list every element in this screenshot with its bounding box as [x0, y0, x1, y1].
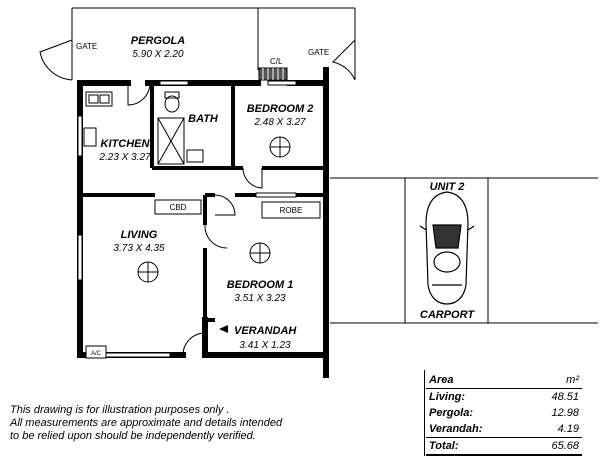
verandah-dims: 3.41 X 1.23	[239, 340, 291, 351]
area-row: Pergola: 12.98	[426, 405, 582, 421]
clothesline-label: C/L	[270, 57, 283, 66]
area-table: Area m² Living: 48.51 Pergola: 12.98 Ver…	[426, 372, 582, 456]
area-row: Living: 48.51	[426, 389, 582, 406]
area-table-header: Area m²	[426, 372, 582, 389]
disclaimer: This drawing is for illustration purpose…	[10, 404, 282, 443]
cbd-label: CBD	[170, 203, 187, 212]
area-total-label: Total:	[426, 437, 526, 456]
area-row-value: 4.19	[557, 423, 579, 435]
robe-label: ROBE	[280, 206, 303, 215]
gate-left-label: GATE	[76, 42, 97, 51]
unit-label: UNIT 2	[430, 181, 465, 193]
ceiling-fan-icon	[269, 136, 291, 158]
pergola-outline	[39, 7, 356, 81]
carport-outline	[330, 177, 598, 324]
bedroom2-name: BEDROOM 2	[247, 103, 314, 115]
area-table-frame	[424, 370, 585, 456]
area-header-unit: m²	[525, 372, 582, 389]
vanity-icon	[186, 149, 204, 163]
cbd-box	[154, 199, 202, 215]
disclaimer-line: to be relied upon should be independentl…	[10, 430, 256, 442]
living-name: LIVING	[121, 229, 158, 241]
area-row-label: Pergola:	[429, 407, 474, 419]
ac-label: A/C	[91, 351, 102, 357]
robe-box	[261, 201, 321, 219]
pergola-name: PERGOLA	[131, 35, 185, 47]
bedroom1-dims: 3.51 X 3.23	[234, 293, 286, 304]
verandah-name: VERANDAH	[234, 325, 297, 337]
area-row-label: Verandah:	[429, 423, 483, 435]
interior-walls	[80, 83, 326, 322]
ceiling-fan-icon	[137, 261, 159, 283]
area-header-label: Area	[426, 372, 526, 389]
area-row-label: Living:	[429, 391, 466, 403]
bath-name: BATH	[188, 113, 219, 125]
bedroom1-name: BEDROOM 1	[227, 279, 294, 291]
door-swings	[127, 82, 263, 356]
gate-right-label: GATE	[308, 48, 329, 57]
car-icon	[419, 191, 475, 305]
windows	[77, 80, 297, 358]
pergola-dims: 5.90 X 2.20	[132, 49, 184, 60]
bedroom2-dims: 2.48 X 3.27	[253, 117, 306, 128]
area-total-value: 65.68	[525, 437, 582, 456]
disclaimer-line: This drawing is for illustration purpose…	[10, 404, 230, 416]
living-dims: 3.73 X 4.35	[113, 243, 165, 254]
ceiling-fan-icon	[249, 242, 271, 264]
area-row-value: 48.51	[551, 391, 579, 403]
kitchen-name: KITCHEN	[101, 138, 151, 150]
shower-icon	[157, 117, 185, 165]
ac-unit	[85, 345, 107, 359]
area-row-value: 12.98	[551, 407, 579, 419]
toilet-icon	[164, 95, 180, 113]
clothesline-icon	[258, 67, 288, 81]
fixtures	[83, 91, 204, 165]
area-total-row: Total: 65.68	[426, 437, 582, 456]
carport-label: CARPORT	[420, 309, 475, 321]
kitchen-dims: 2.23 X 3.27	[98, 152, 151, 163]
sink-icon	[85, 91, 113, 107]
entry-arrow-icon	[219, 325, 228, 333]
area-row: Verandah: 4.19	[426, 421, 582, 438]
disclaimer-line: All measurements are approximate and det…	[10, 417, 283, 429]
